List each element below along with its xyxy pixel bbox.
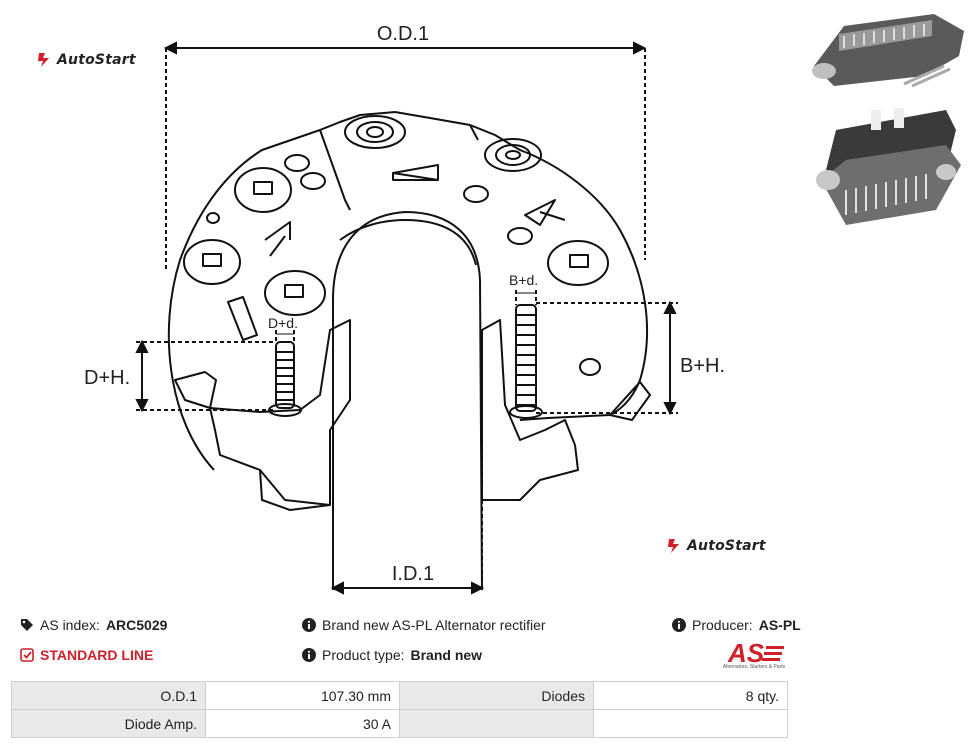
check-square-icon (20, 648, 34, 662)
spec-table: O.D.1 107.30 mm Diodes 8 qty. Diode Amp.… (11, 681, 788, 738)
spec-value (593, 709, 788, 738)
product-description: Brand new AS-PL Alternator rectifier (302, 617, 546, 633)
left-terminal-block (209, 319, 351, 506)
id-label: I.D.1 (392, 563, 434, 585)
info-circle-icon (672, 618, 686, 632)
table-row: Diode Amp. 30 A (11, 709, 788, 738)
autostart-logo-icon (38, 53, 49, 67)
dh-label: D+H. (84, 367, 130, 389)
standard-line-badge: STANDARD LINE (20, 647, 153, 663)
info-circle-icon (302, 618, 316, 632)
autostart-logo-top: AutoStart (36, 52, 136, 68)
autostart-logo-icon (668, 539, 679, 553)
as-index-value: ARC5029 (105, 617, 168, 633)
product-photo-top[interactable] (804, 6, 970, 96)
spec-label: Diode Amp. (11, 709, 206, 738)
autostart-logo-bottom: AutoStart (666, 538, 766, 554)
spec-label: Diodes (399, 681, 594, 710)
od-label: O.D.1 (377, 23, 429, 45)
product-photo-bottom[interactable] (806, 100, 968, 236)
table-row: O.D.1 107.30 mm Diodes 8 qty. (11, 681, 788, 710)
producer: Producer:AS-PL (672, 617, 801, 633)
spec-value: 8 qty. (593, 681, 788, 710)
as-pl-tagline: Alternators, Starters & Parts (722, 664, 786, 670)
as-index: AS index: ARC5029 (20, 617, 167, 633)
rectifier-inner-bore (332, 211, 483, 591)
spec-value: 107.30 mm (205, 681, 400, 710)
bd-label: B+d. (509, 272, 538, 288)
spec-label (399, 709, 594, 738)
dd-label: D+d. (268, 315, 298, 331)
info-circle-icon (302, 648, 316, 662)
rectifier-technical-drawing: O.D.1 I.D.1 D+H. B+H. D+d. B+d. (84, 23, 725, 595)
bh-label: B+H. (680, 355, 725, 377)
product-type: Product type:Brand new (302, 647, 482, 663)
as-pl-logo: AS Alternators, Starters & Parts (716, 638, 792, 672)
svg-text:AS: AS (727, 640, 765, 664)
spec-label: O.D.1 (11, 681, 206, 710)
spec-value: 30 A (205, 709, 400, 738)
as-index-label: AS index: (40, 617, 100, 633)
tags-icon (21, 619, 33, 631)
right-screw (515, 304, 537, 412)
rectifier-body-outline (167, 111, 649, 471)
right-terminal-block (481, 319, 579, 501)
